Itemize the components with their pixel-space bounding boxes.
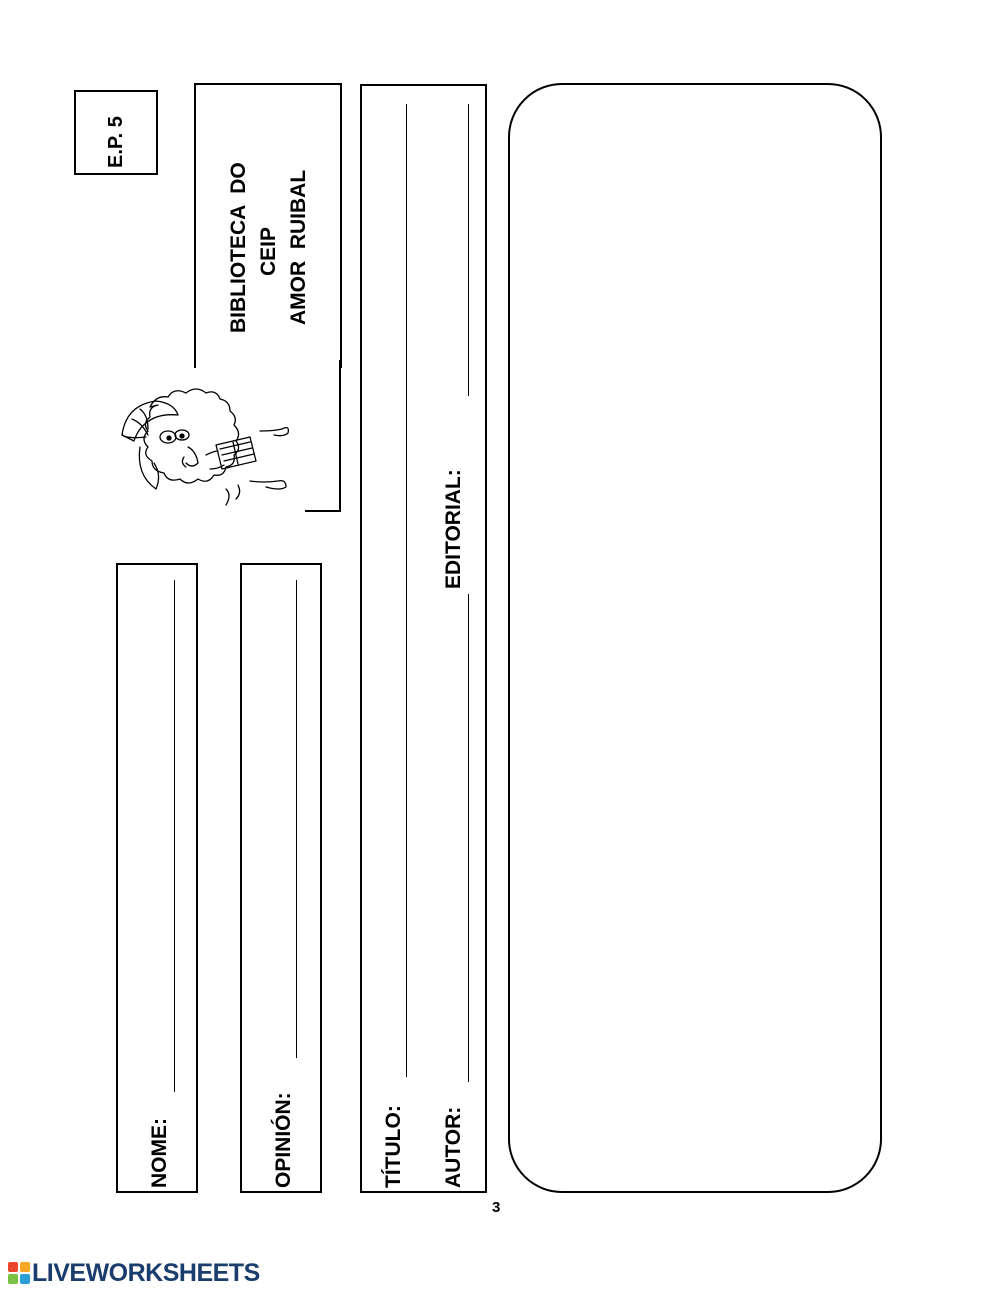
title-answer-line[interactable] [406, 104, 407, 1077]
library-header-box-right-edge [339, 360, 341, 512]
page-number: 3 [492, 1199, 501, 1216]
opinion-box: OPINIÓN: [240, 563, 322, 1193]
drawing-area[interactable] [508, 83, 882, 1193]
mascot-reading-illustration [121, 388, 290, 506]
library-line-2: CEIP [257, 226, 280, 276]
library-line-3: AMOR RUIBAL [287, 169, 310, 325]
name-label: NOME: [148, 1118, 171, 1188]
opinion-answer-line[interactable] [296, 580, 297, 1058]
liveworksheets-logo-icon [8, 1262, 30, 1284]
publisher-answer-line[interactable] [468, 104, 469, 396]
liveworksheets-wordmark: LIVEWORKSHEETS [32, 1258, 260, 1287]
author-answer-line[interactable] [468, 594, 469, 1082]
liveworksheets-brand: LIVEWORKSHEETS [8, 1258, 260, 1288]
author-label: AUTOR: [442, 1106, 465, 1188]
title-label: TÍTULO: [382, 1105, 405, 1188]
library-line-1: BIBLIOTECA DO [227, 162, 250, 333]
publisher-label: EDITORIAL: [442, 469, 465, 589]
name-answer-line[interactable] [174, 580, 175, 1092]
level-label: E.P. 5 [105, 116, 127, 168]
library-header-box [194, 83, 342, 368]
opinion-label: OPINIÓN: [272, 1092, 295, 1188]
book-info-box: TÍTULO: AUTOR: EDITORIAL: [360, 84, 487, 1193]
name-box: NOME: [116, 563, 198, 1193]
library-header-box-bottom-edge [305, 510, 341, 512]
level-box: E.P. 5 [74, 90, 158, 175]
